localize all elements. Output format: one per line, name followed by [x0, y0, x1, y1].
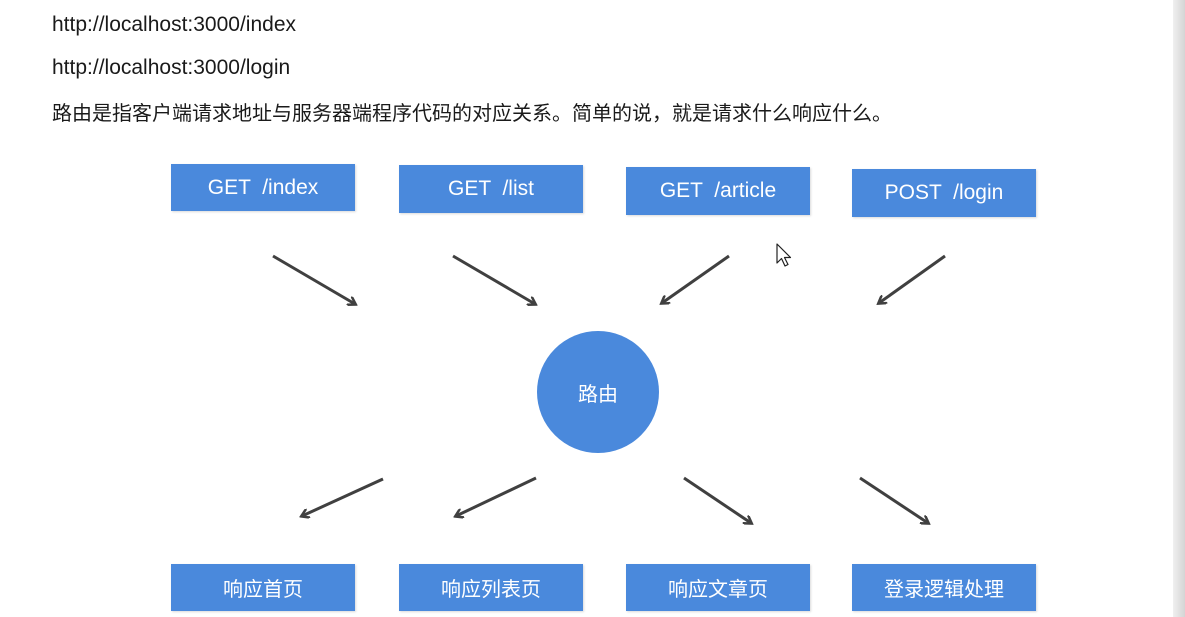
router-label: 路由 — [578, 381, 618, 406]
arrow-router-to-list — [456, 476, 537, 516]
response-box-article: 响应文章页 — [626, 564, 810, 611]
request-box-get-index: GET /index — [171, 164, 355, 211]
response-box-home: 响应首页 — [171, 564, 355, 611]
arrow-router-to-home — [302, 477, 384, 516]
request-box-post-login: POST /login — [852, 169, 1036, 217]
url-login-text: http://localhost:3000/login — [52, 56, 291, 79]
request-box-get-list: GET /list — [399, 165, 583, 213]
response-box-login: 登录逻辑处理 — [852, 564, 1036, 611]
arrow-index-to-router — [272, 254, 355, 304]
response-label: 响应文章页 — [668, 577, 768, 601]
request-label: GET /article — [659, 179, 777, 202]
response-label: 响应首页 — [223, 577, 303, 601]
response-label: 响应列表页 — [441, 577, 541, 601]
request-label: GET /list — [448, 177, 534, 200]
arrow-article-to-router — [662, 254, 730, 303]
arrow-login-to-router — [879, 254, 946, 303]
request-label: GET /index — [207, 175, 319, 199]
request-box-get-article: GET /article — [626, 167, 810, 215]
response-label: 登录逻辑处理 — [884, 577, 1004, 601]
mouse-pointer-icon — [776, 243, 792, 267]
arrow-router-to-article — [683, 476, 751, 523]
router-hub: 路由 — [537, 331, 659, 453]
url-index-text: http://localhost:3000/index — [52, 13, 297, 36]
response-box-list: 响应列表页 — [399, 564, 583, 611]
arrow-router-to-login — [859, 476, 928, 523]
arrow-list-to-router — [452, 254, 535, 304]
routing-description: 路由是指客户端请求地址与服务器端程序代码的对应关系。简单的说，就是请求什么响应什… — [52, 101, 892, 125]
request-label: POST /login — [884, 181, 1004, 204]
window-edge — [1173, 0, 1185, 617]
